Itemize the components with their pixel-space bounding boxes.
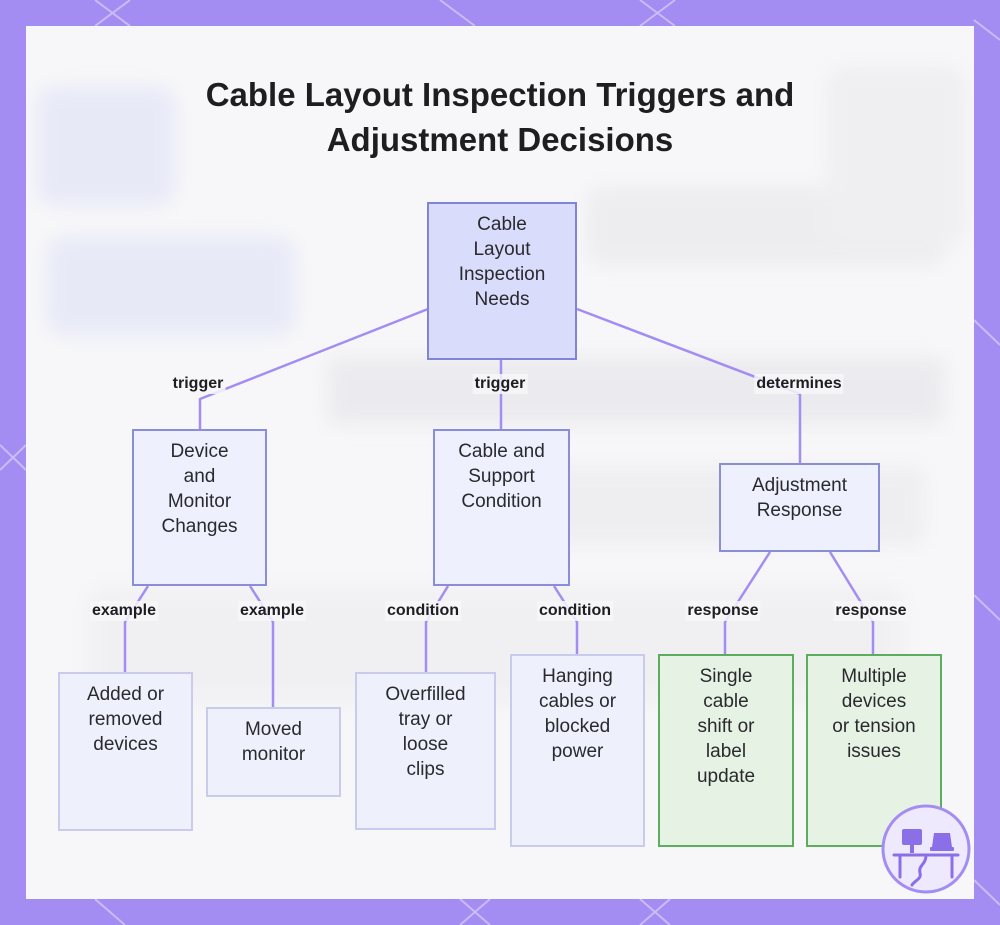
edge-label-response-multiple: response [833,601,909,621]
edge-label-determines: determines [754,374,844,394]
edge-device-added [123,585,150,672]
diagram-canvas: Cable Layout Inspection Triggers and Adj… [26,26,974,899]
node-label: Cable and Support Condition [458,441,545,512]
node-label: Cable Layout Inspection Needs [458,214,546,310]
node-adjustment-response: Adjustment Response [719,463,880,552]
connector-lines [123,307,875,707]
edge-root-device [198,307,429,429]
node-overfilled-tray: Overfilled tray or loose clips [355,672,496,830]
node-label: Hanging cables or blocked power [538,666,617,762]
edge-label-trigger-device: trigger [170,374,226,394]
edge-cable-overfilled [424,585,450,672]
node-device-monitor-changes: Device and Monitor Changes [132,429,267,586]
diagram-title: Cable Layout Inspection Triggers and Adj… [26,72,974,162]
node-label: Added or removed devices [86,684,165,755]
edge-adjust-single [723,551,772,654]
node-cable-layout-inspection-needs: Cable Layout Inspection Needs [427,202,577,360]
node-cable-support-condition: Cable and Support Condition [433,429,570,586]
node-label: Device and Monitor Changes [161,441,238,537]
node-hanging-cables: Hanging cables or blocked power [510,654,645,847]
node-added-removed-devices: Added or removed devices [58,672,193,831]
node-label: Single cable shift or label update [696,666,756,787]
title-line-2: Adjustment Decisions [326,121,674,158]
title-line-1: Cable Layout Inspection Triggers and [205,76,795,113]
edge-device-moved [248,585,275,707]
edge-label-condition-hanging: condition [537,601,613,621]
node-label: Multiple devices or tension issues [832,666,916,762]
edge-label-example-moved: example [237,601,307,621]
node-label: Overfilled tray or loose clips [385,684,466,780]
edge-label-example-added: example [89,601,159,621]
node-label: Adjustment Response [751,475,848,521]
edge-cable-hanging [552,585,579,654]
edge-label-trigger-cable: trigger [472,374,528,394]
edge-adjust-multiple [828,551,875,654]
node-moved-monitor: Moved monitor [206,707,341,797]
edge-root-adjust [576,307,802,463]
node-label: Moved monitor [241,719,306,765]
desk-workstation-icon [881,804,971,894]
edge-label-condition-overfilled: condition [385,601,461,621]
node-single-cable-shift: Single cable shift or label update [658,654,794,847]
edge-label-response-single: response [685,601,761,621]
